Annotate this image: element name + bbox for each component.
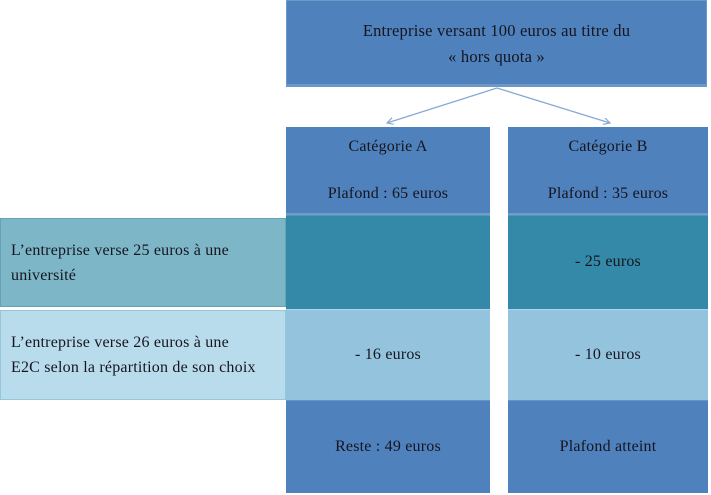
category-b-step2-cell: - 10 euros [508, 309, 708, 400]
category-a-header: Catégorie A Plafond : 65 euros [286, 127, 490, 215]
category-a-step2-value: - 16 euros [355, 345, 421, 363]
connector-right-arrow [496, 87, 610, 123]
category-a-title: Catégorie A [348, 138, 428, 155]
left-label-row1-text: L’entreprise verse 25 euros à une univer… [11, 241, 229, 284]
category-a-ceiling: Plafond : 65 euros [327, 185, 449, 202]
category-b-step1-cell: - 25 euros [508, 215, 708, 309]
connector-left-arrow [387, 87, 498, 123]
connector-arrows [286, 87, 708, 127]
root-node: Entreprise versant 100 euros au titre du… [286, 0, 707, 87]
category-b-title: Catégorie B [568, 138, 648, 155]
category-b-step1-value: - 25 euros [575, 253, 641, 270]
category-a-step1-cell [286, 215, 490, 309]
category-a-step2-cell: - 16 euros [286, 309, 490, 400]
category-b-header: Catégorie B Plafond : 35 euros [508, 127, 708, 215]
left-label-row1: L’entreprise verse 25 euros à une univer… [0, 218, 286, 307]
category-b-column: Catégorie B Plafond : 35 euros - 25 euro… [508, 127, 708, 493]
category-a-result-cell: Reste : 49 euros [286, 400, 490, 493]
left-label-row2-text: L’entreprise verse 26 euros à une E2C se… [11, 334, 256, 376]
category-b-ceiling: Plafond : 35 euros [547, 185, 669, 202]
category-a-column: Catégorie A Plafond : 65 euros - 16 euro… [286, 127, 490, 493]
root-node-label: Entreprise versant 100 euros au titre du… [362, 20, 631, 66]
category-b-step2-value: - 10 euros [575, 345, 641, 363]
left-label-row2: L’entreprise verse 26 euros à une E2C se… [0, 310, 286, 400]
category-b-result-value: Plafond atteint [559, 437, 657, 455]
category-b-result-cell: Plafond atteint [508, 400, 708, 493]
category-a-result-value: Reste : 49 euros [335, 437, 441, 455]
